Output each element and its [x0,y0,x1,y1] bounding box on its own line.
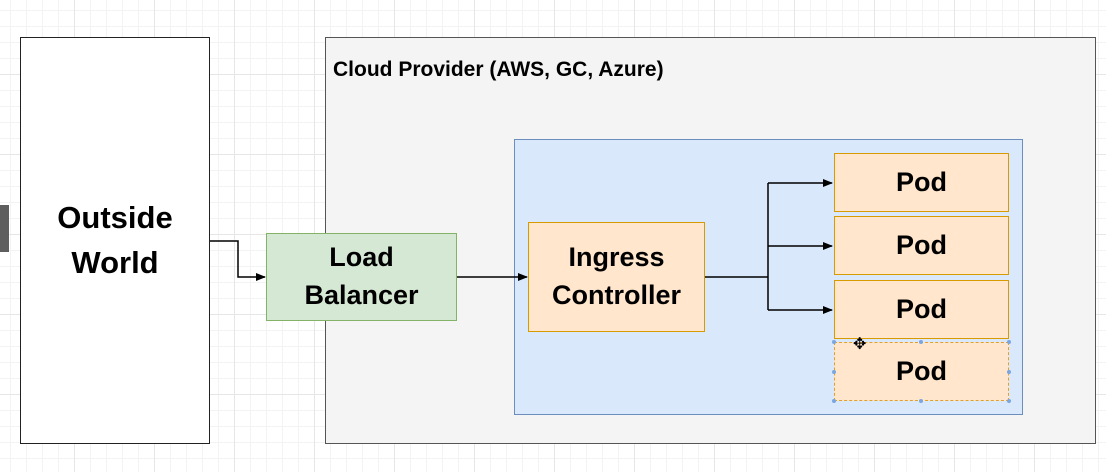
pod-node[interactable]: Pod [834,216,1009,275]
pod-node[interactable]: Pod [834,153,1009,212]
selection-handle[interactable] [832,399,836,403]
pod-node[interactable]: Pod [834,280,1009,339]
selection-handle[interactable] [1007,370,1011,374]
pod-label: Pod [896,294,947,324]
selection-handle[interactable] [832,370,836,374]
load-balancer-node[interactable]: Load Balancer [266,233,457,321]
move-cursor-icon: ✥ [853,334,867,353]
pod-label: Pod [896,167,947,197]
selection-handle[interactable] [919,399,923,403]
load-balancer-label: Load Balancer [304,242,419,310]
pod-label: Pod [896,356,947,386]
edge-outside-to-lb [210,240,266,281]
pod-label: Pod [896,230,947,260]
ingress-controller-node[interactable]: Ingress Controller [528,222,705,332]
outside-world-node[interactable]: Outside World [20,37,210,444]
selection-handle[interactable] [1007,399,1011,403]
cloud-provider-label: Cloud Provider (AWS, GC, Azure) [333,58,664,81]
selection-handle[interactable] [919,340,923,344]
side-panel-tab[interactable] [0,205,9,252]
ingress-controller-label: Ingress Controller [551,242,681,310]
selection-handle[interactable] [832,340,836,344]
selection-handle[interactable] [1007,340,1011,344]
outside-world-label: Outside World [57,199,173,280]
